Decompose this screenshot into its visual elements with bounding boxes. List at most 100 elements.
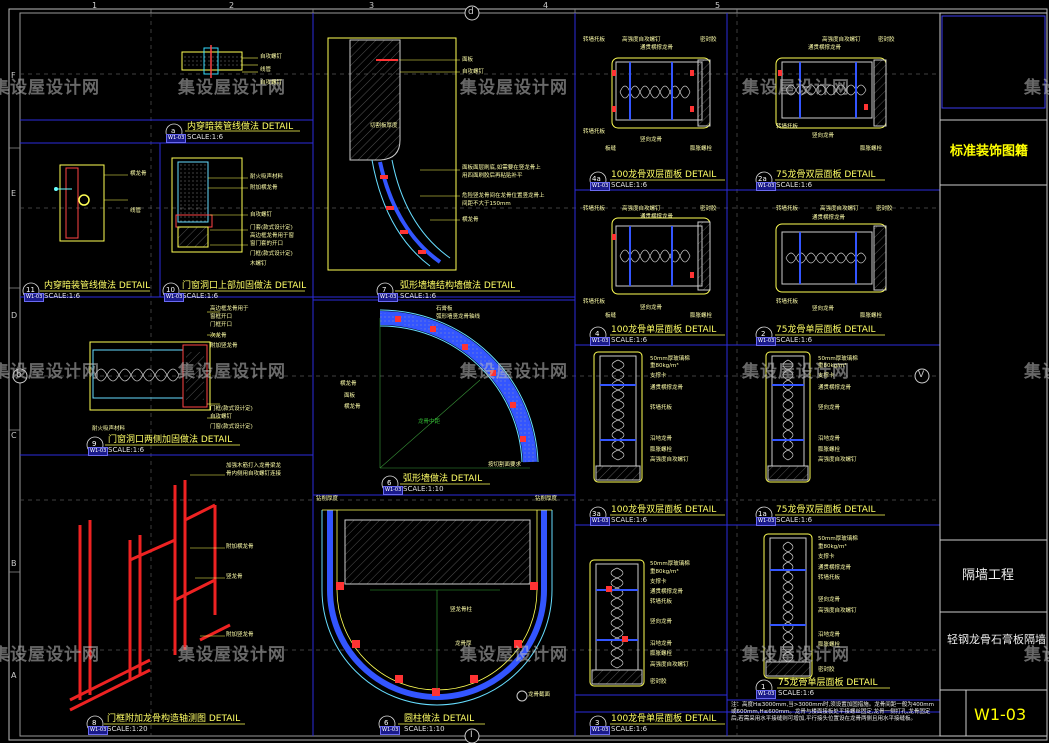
annotation: 板缝 [605, 313, 617, 319]
annotation: 转墙托板 [583, 299, 606, 305]
annotation: 危险竖龙骨间在龙骨位置竖龙骨上 [462, 193, 545, 199]
annotation: 高强度自攻螺钉 [650, 662, 689, 668]
annotation: 耐火吸声材料 [92, 426, 126, 432]
annotation: 附加竖龙骨 [210, 343, 238, 349]
annotation: 龙骨中距 [418, 419, 441, 425]
detail-scale: SCALE:1:6 [776, 336, 813, 344]
watermark: 集设屋设计网 [178, 78, 286, 98]
annotation: 次龙骨 [210, 333, 227, 339]
annotation: 50mm厚玻璃棉 [650, 356, 690, 362]
annotation: 通贯横撑龙骨 [818, 385, 852, 391]
detail-title: 内穿暗装管线做法 DETAIL [187, 122, 294, 132]
annotation: 面板 [462, 57, 474, 63]
detail-title: 弧形墙墙结构墙做法 DETAIL [400, 281, 516, 291]
detail-scale: SCALE:1:6 [778, 689, 815, 697]
detail-title: 弧形墙做法 DETAIL [403, 474, 483, 484]
column-detail-drawing [321, 509, 553, 706]
axis-right-label: V [918, 370, 925, 380]
annotation: 竖向龙骨 [812, 133, 835, 139]
annotation: 石膏板 [436, 306, 453, 312]
annotation: 支撑卡 [818, 554, 835, 560]
annotation: 通贯横撑龙骨 [812, 215, 846, 221]
ruler-top-2: 2 [229, 1, 235, 10]
annotation: 支撑卡 [650, 373, 667, 379]
annotation: 转墙托板 [650, 405, 673, 411]
annotation: 自攻螺钉 [210, 414, 233, 420]
sheet-tag: W1-03 [378, 293, 399, 302]
annotation: 转墙托板 [650, 599, 673, 605]
annotation: 通贯横撑龙骨 [640, 214, 674, 220]
annotation: 膨胀螺栓 [690, 313, 713, 319]
annotation: 50mm厚玻璃棉 [818, 356, 858, 362]
detail-num: 11 [26, 286, 35, 294]
detail-scale: SCALE:1:20 [107, 725, 148, 733]
annotation: 转墙托板 [583, 206, 606, 212]
detail-num: 1a [758, 510, 767, 518]
detail-scale: SCALE:1:6 [776, 181, 813, 189]
annotation: 按切割面要求 [488, 462, 522, 468]
annotation: 通贯横撑龙骨 [650, 385, 684, 391]
annotation: 高强度自攻螺钉 [822, 37, 861, 43]
annotation: 竖向龙骨 [812, 306, 835, 312]
wall-section-4 [611, 217, 711, 295]
annotation: 转墙托板 [776, 299, 799, 305]
detail-scale: SCALE:1:6 [108, 446, 145, 454]
watermark: 集设屋设计网 [1024, 362, 1049, 382]
annotation: 门窗(款式设计定) [210, 424, 253, 430]
annotation: 重80kg/m³ [818, 544, 847, 550]
annotation: 面板面层刷底,如需要在竖龙骨上 [462, 165, 541, 171]
axis-bottom-label: I [470, 730, 473, 740]
detail-num: 1 [761, 683, 766, 691]
annotation: 加强木筋打入龙骨梁龙 [226, 463, 282, 469]
sheet-tag: W1-03 [166, 134, 187, 143]
annotation: 膨胀螺栓 [860, 146, 883, 152]
sheet-tag: W1-03 [590, 517, 611, 526]
annotation: 转墙托板 [583, 129, 606, 135]
detail-num: 3a [592, 510, 601, 518]
annotation: 沿地龙骨 [650, 436, 673, 442]
ruler-side-d: D [11, 311, 18, 320]
sheet-tag: W1-03 [383, 486, 404, 495]
annotation: 膨胀螺栓 [818, 642, 841, 648]
detail-num: 10 [166, 286, 175, 294]
annotation: 转墙托板 [818, 575, 841, 581]
watermark: 集设屋设计网 [0, 645, 100, 665]
annotation: 横龙骨 [344, 404, 361, 410]
detail-title: 75龙骨双层面板 DETAIL [776, 505, 876, 515]
detail-num: 6 [384, 719, 389, 727]
annotation: 自攻螺钉 [250, 212, 273, 218]
annotation: 自攻螺钉 [260, 54, 283, 60]
detail-6-drawing [379, 309, 539, 469]
detail-title: 100龙骨单层面板 DETAIL [611, 325, 717, 335]
annotation: 密封胶 [700, 206, 717, 212]
detail-title: 100龙骨单层面板 DETAIL [611, 714, 717, 724]
detail-scale: SCALE:1:6 [611, 516, 648, 524]
annotation: 耐火吸声材料 [250, 174, 284, 180]
detail-scale: SCALE:1:6 [611, 336, 648, 344]
annotation: 沿地龙骨 [818, 632, 841, 638]
title-block-main-title: 标准装饰图籍 [950, 144, 1029, 159]
ruler-top-3: 3 [369, 1, 375, 10]
wall-section-2 [775, 223, 887, 293]
title-block-section: 隔墙工程 [962, 568, 1015, 583]
annotation: 弧形墙竖龙骨轴线 [436, 314, 481, 320]
watermark: 集设屋设计网 [460, 645, 568, 665]
annotation: 高强度自攻螺钉 [820, 206, 859, 212]
annotation: 转墙托板 [776, 124, 799, 130]
annotation: 门框开口 [210, 322, 233, 328]
sheet-tag: W1-03 [590, 726, 611, 735]
ruler-side-c: C [11, 431, 17, 440]
annotation: 密封胶 [878, 37, 895, 43]
ruler-side-a: A [11, 671, 17, 680]
detail-scale: SCALE:1:10 [404, 725, 445, 733]
detail-title: 门窗洞口上部加固做法 DETAIL [182, 281, 307, 291]
detail-title: 门框附加龙骨构造轴测图 DETAIL [107, 714, 241, 724]
wall-section-1 [763, 533, 813, 679]
detail-title: 100龙骨双层面板 DETAIL [611, 170, 717, 180]
annotation: 面板 [344, 393, 356, 399]
annotation: 高强度自攻螺钉 [622, 206, 661, 212]
detail-scale: SCALE:1:10 [403, 485, 444, 493]
detail-title: 100龙骨双层面板 DETAIL [611, 505, 717, 515]
detail-a-drawing [181, 45, 258, 78]
detail-10-drawing [171, 157, 248, 253]
